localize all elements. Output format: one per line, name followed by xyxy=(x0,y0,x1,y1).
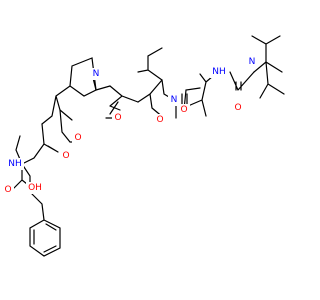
atom-label: N xyxy=(93,69,100,79)
bond xyxy=(137,79,165,119)
bond xyxy=(41,123,59,153)
atom-label: O xyxy=(114,113,121,123)
bond xyxy=(253,61,285,99)
dolavaline-carbonyl-oxygen: O xyxy=(178,104,190,116)
bond xyxy=(229,71,255,91)
structure-drawing: N NH O O N O O N xyxy=(2,35,285,257)
atom-label: O xyxy=(156,115,163,125)
bond xyxy=(251,35,283,73)
acyl-oxygen: O xyxy=(112,112,124,124)
n-methyl-nitrogen: N xyxy=(168,94,180,106)
valine-carbonyl-oxygen: O xyxy=(232,102,244,114)
atom-label: O xyxy=(62,151,69,161)
pyrrolidine-nitrogen: N xyxy=(90,68,102,80)
bond xyxy=(109,85,139,115)
amide-oxygen: O xyxy=(60,150,72,162)
atom-label: O xyxy=(4,185,11,195)
bond xyxy=(137,47,163,81)
atom-label: NH xyxy=(8,159,22,169)
phenylalanine-nh: NH xyxy=(6,158,24,170)
bond xyxy=(41,85,73,125)
carboxyl-carbonyl-oxygen: O xyxy=(2,184,14,196)
atom-label: O xyxy=(180,105,187,115)
bonds xyxy=(11,35,285,257)
bond xyxy=(187,69,221,117)
atom-label: NH xyxy=(212,67,226,77)
bond xyxy=(175,87,201,111)
bond xyxy=(69,57,97,97)
molecule-canvas: N NH O O N O O N xyxy=(2,35,285,257)
methoxy-oxygen-1: O xyxy=(72,132,84,144)
atom-label: N xyxy=(171,95,178,105)
methoxy-oxygen-2: O xyxy=(154,114,166,126)
bond xyxy=(29,191,45,221)
atom-label: OH xyxy=(28,183,42,193)
valine-nh: NH xyxy=(210,66,228,78)
dimethylamine-nitrogen: N xyxy=(246,56,258,68)
atom-label: O xyxy=(234,103,241,113)
atom-labels: N NH O O N O O N xyxy=(2,56,258,196)
bond xyxy=(33,223,57,253)
carboxyl-hydroxyl: OH xyxy=(26,182,44,194)
atom-label: N xyxy=(249,57,256,67)
atom-label: O xyxy=(74,133,81,143)
bond xyxy=(29,219,61,257)
